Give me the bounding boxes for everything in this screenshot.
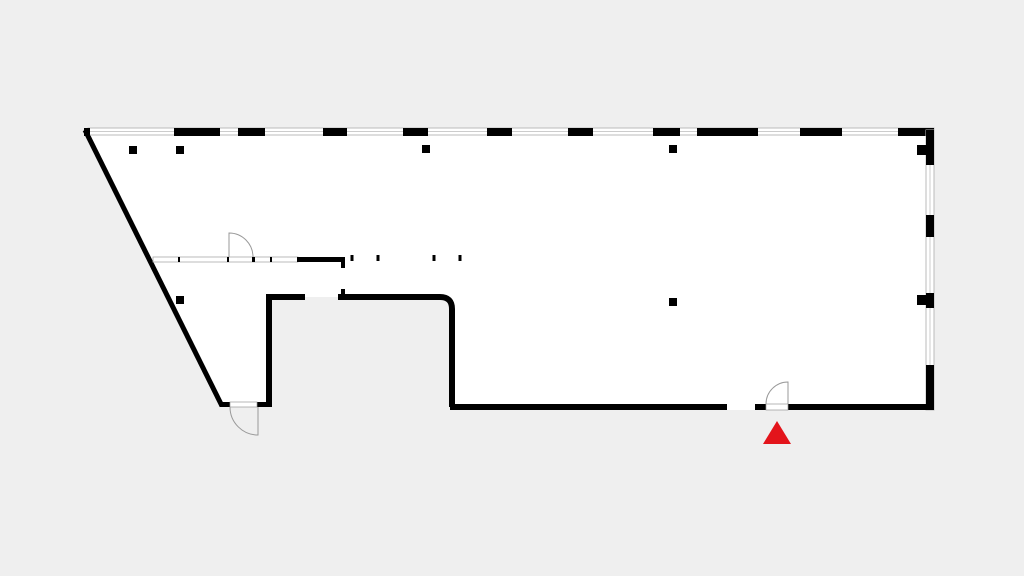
room-door-threshold xyxy=(229,401,258,408)
partition-wall xyxy=(341,257,345,268)
post xyxy=(376,255,380,261)
posts xyxy=(350,255,462,261)
wall-stub xyxy=(341,289,345,297)
wall-pier xyxy=(403,128,428,136)
column xyxy=(422,145,430,153)
wall-pier xyxy=(926,293,934,308)
entrance-marker-icon xyxy=(763,421,791,444)
wall-pier xyxy=(238,128,265,136)
floor-area xyxy=(84,130,934,410)
inner-wall xyxy=(338,294,455,407)
partition-mullion xyxy=(227,257,229,262)
pilaster xyxy=(917,145,929,155)
room-door-swing xyxy=(229,406,259,436)
column xyxy=(129,146,137,154)
diagonal-wall xyxy=(82,128,225,408)
wall-pier xyxy=(926,130,934,165)
post xyxy=(432,255,436,261)
partition-glass xyxy=(152,256,299,263)
right-wall-piers xyxy=(917,130,934,410)
partition-mullion xyxy=(252,257,255,262)
wall-pier xyxy=(323,128,347,136)
wall-pier xyxy=(174,128,220,136)
wall-pier xyxy=(487,128,512,136)
partition-mullion xyxy=(178,257,180,262)
wall-pier xyxy=(898,128,934,136)
room-bottom-wall xyxy=(257,402,272,407)
wall-pier xyxy=(568,128,593,136)
bottom-wall xyxy=(755,404,766,410)
room-bottom-wall xyxy=(220,402,230,407)
inner-wall xyxy=(266,294,305,405)
wall-pier xyxy=(926,365,934,410)
column xyxy=(176,146,184,154)
wall-pier xyxy=(697,128,758,136)
wall-pier xyxy=(926,215,934,237)
post xyxy=(458,255,462,261)
top-wall-piers xyxy=(84,128,934,136)
partition-door-swing xyxy=(228,232,254,258)
wall-pier xyxy=(800,128,842,136)
pilaster xyxy=(917,295,929,305)
partition-wall xyxy=(297,257,345,262)
post xyxy=(350,255,354,261)
entrance-door-swing xyxy=(765,381,789,405)
wall-pier xyxy=(653,128,680,136)
columns xyxy=(129,145,677,306)
column xyxy=(176,296,184,304)
column xyxy=(669,145,677,153)
bottom-wall xyxy=(450,404,727,410)
entrance-door-threshold xyxy=(765,403,789,411)
partition-mullion xyxy=(270,257,272,262)
wall-pier xyxy=(84,128,90,136)
column xyxy=(669,298,677,306)
bottom-wall xyxy=(788,404,934,410)
